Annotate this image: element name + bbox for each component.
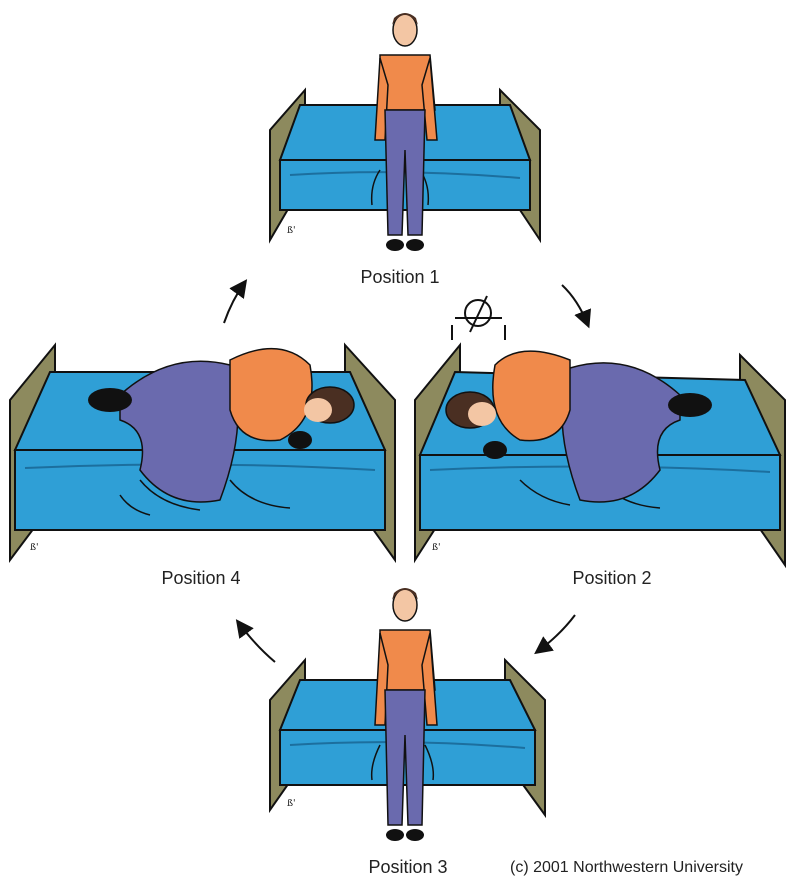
person-standing-1: [375, 13, 437, 251]
arrow-icon: [537, 615, 575, 652]
arrow-icon: [562, 285, 588, 325]
copyright-text: (c) 2001 Northwestern University: [510, 859, 743, 877]
artist-signature-icon: ß': [30, 543, 39, 553]
position-1-label: Position 1: [360, 267, 439, 288]
arrow-icon: [238, 622, 275, 662]
position-2-label: Position 2: [572, 568, 651, 589]
artist-signature-icon: ß': [287, 799, 296, 809]
artist-signature-icon: ß': [432, 543, 441, 553]
artist-signature-icon: ß': [287, 226, 296, 236]
person-standing-3: [375, 588, 437, 841]
position-4-label: Position 4: [161, 568, 240, 589]
head-symbol-icon: [452, 296, 505, 340]
position-3-label: Position 3: [368, 857, 447, 878]
arrow-icon: [224, 282, 245, 323]
